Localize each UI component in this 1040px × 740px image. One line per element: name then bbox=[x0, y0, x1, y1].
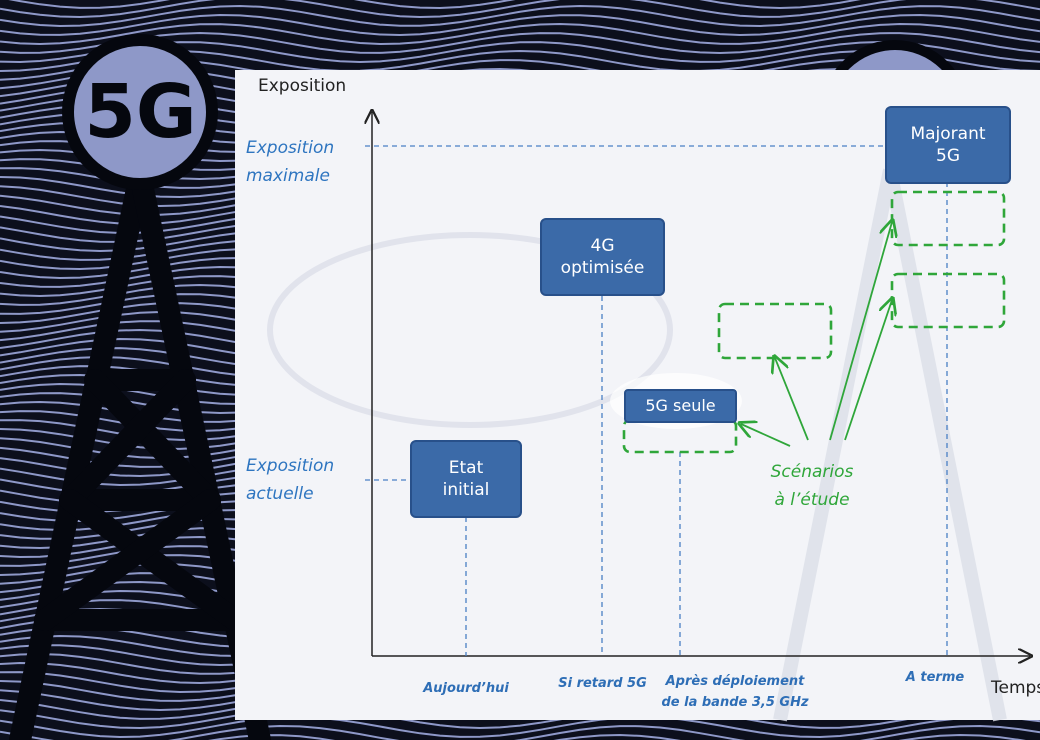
5g-badge-icon bbox=[62, 34, 218, 190]
scenario-arrow bbox=[741, 424, 791, 447]
scenario-arrow bbox=[775, 358, 809, 441]
x-axis-label: Temps bbox=[991, 678, 1040, 698]
box-5g-seule: 5G seule bbox=[624, 389, 737, 423]
wave-line bbox=[0, 4, 1040, 28]
scenario-arrow bbox=[844, 300, 892, 441]
wave-line bbox=[0, 715, 1040, 739]
wave-line bbox=[0, 706, 1040, 730]
wave-line bbox=[0, 0, 1040, 19]
tick-term: A terme bbox=[905, 670, 965, 685]
wave-line bbox=[0, 13, 1040, 37]
scenario-box-2 bbox=[717, 302, 833, 360]
wave-line bbox=[0, 22, 1040, 46]
antenna-tower-icon bbox=[9, 164, 271, 740]
scenario-arrow bbox=[829, 222, 892, 441]
wave-line bbox=[0, 31, 1040, 55]
5g-badge-label: 5G bbox=[84, 69, 197, 155]
y-axis-label: Exposition bbox=[258, 76, 347, 96]
tick-today: Aujourd’hui bbox=[423, 681, 509, 696]
tick-delay: Si retard 5G bbox=[558, 676, 647, 691]
